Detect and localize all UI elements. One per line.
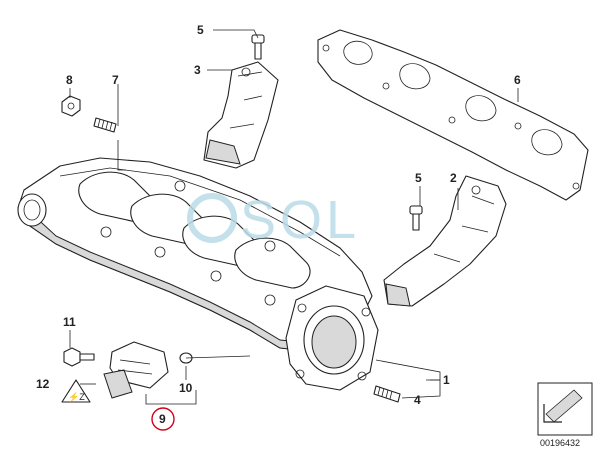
bracket-3 (203, 61, 279, 169)
watermark: SOL (187, 190, 360, 250)
callouts: 5 3 6 8 7 5 2 1 4 11 12 10 9 (36, 23, 521, 431)
callout-5-right: 5 (415, 171, 422, 185)
callout-10: 10 (179, 381, 193, 395)
stud-7 (93, 117, 117, 133)
callout-3: 3 (194, 63, 201, 77)
callout-4: 4 (414, 393, 421, 407)
image-code-box: 00196432 (537, 382, 593, 448)
leader-lines (69, 29, 519, 405)
nut-8 (61, 95, 81, 117)
callout-12: 12 (36, 377, 50, 391)
callout-9: 9 (159, 412, 166, 426)
warning-label-12: ⚡Z (61, 379, 91, 403)
bolt-5-right (409, 205, 423, 231)
bracket-2 (383, 175, 507, 307)
callout-7: 7 (112, 73, 119, 87)
callout-2: 2 (450, 171, 457, 185)
watermark-text: SOL (240, 190, 360, 250)
callout-8: 8 (66, 73, 73, 87)
screw-11 (63, 347, 95, 367)
callout-6: 6 (514, 73, 521, 87)
warning-label-text: ⚡Z (68, 391, 85, 403)
callout-9-highlight-ring (151, 407, 175, 431)
pressure-sensor-9 (103, 341, 169, 399)
intake-manifold (17, 157, 373, 351)
image-code: 00196432 (540, 438, 580, 448)
callout-1: 1 (443, 373, 450, 387)
callout-5-top: 5 (197, 23, 204, 37)
bolt-5-top (251, 34, 265, 60)
throttle-flange (285, 285, 379, 391)
stud-4 (373, 385, 401, 403)
exhaust-gasket (317, 29, 589, 201)
callout-11: 11 (63, 315, 76, 329)
